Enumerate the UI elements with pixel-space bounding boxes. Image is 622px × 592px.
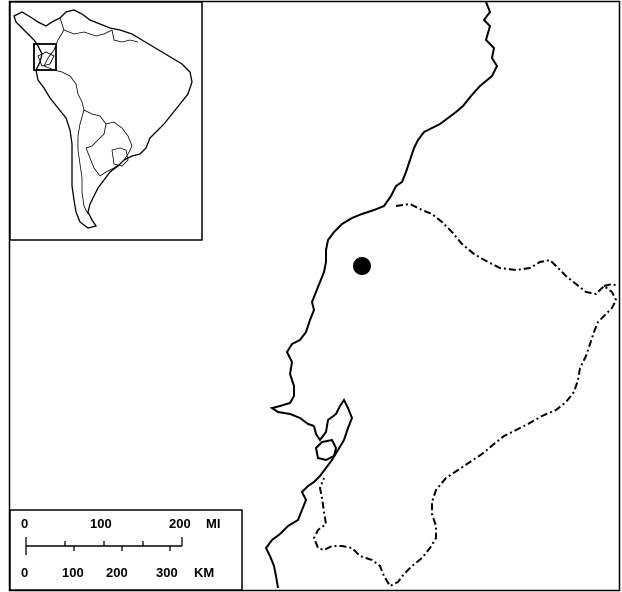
scale-km-tick-300: 300 bbox=[156, 565, 178, 580]
inset-ecuador-highlight bbox=[33, 43, 57, 71]
coastline bbox=[264, 398, 354, 589]
scale-km-tick-200: 200 bbox=[106, 565, 128, 580]
scale-km-tick-0: 0 bbox=[21, 565, 28, 580]
inset-country-borders bbox=[43, 17, 139, 215]
scale-mi-unit: MI bbox=[206, 516, 220, 531]
northern-border-line bbox=[269, 1, 499, 427]
scale-mi-tick-200: 200 bbox=[169, 516, 191, 531]
scale-bar-frame bbox=[9, 509, 243, 591]
inset-ecuador-outline bbox=[37, 51, 55, 67]
inset-continent-outline bbox=[13, 9, 193, 229]
scale-km-unit: KM bbox=[194, 565, 214, 580]
scale-km-tick-100: 100 bbox=[62, 565, 84, 580]
scale-mi-tick-100: 100 bbox=[90, 516, 112, 531]
locality-marker bbox=[353, 257, 371, 275]
scale-mi-tick-0: 0 bbox=[21, 516, 28, 531]
island bbox=[314, 438, 338, 462]
scale-bar-ticks bbox=[25, 537, 183, 555]
national-border-dashdot bbox=[312, 202, 618, 588]
scale-bar: 0 100 200 MI 0 100 200 300 KM bbox=[9, 509, 243, 591]
inset-map bbox=[9, 1, 203, 241]
eastern-border-fragment bbox=[603, 282, 619, 287]
